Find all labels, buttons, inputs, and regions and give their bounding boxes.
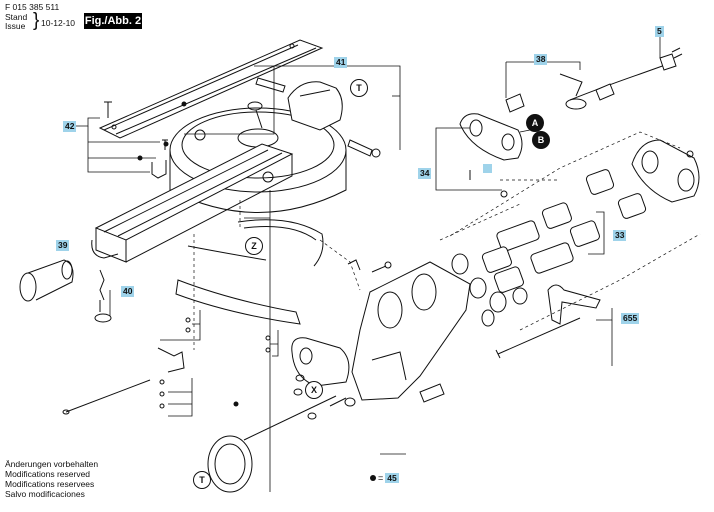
knob-39	[19, 259, 74, 302]
callout-655: 655	[621, 313, 640, 324]
marker-a: A	[526, 114, 544, 132]
cord-grommet	[565, 98, 587, 110]
callout-5: 5	[655, 26, 664, 37]
marker-b: B	[532, 131, 550, 149]
marker-z: Z	[245, 237, 263, 255]
flange-plate	[291, 337, 350, 387]
bushings	[451, 169, 647, 327]
wing-screw	[347, 259, 361, 271]
callout-39: 39	[56, 240, 70, 251]
screw-40	[94, 269, 112, 323]
main-bracket	[351, 261, 471, 401]
x-screws	[293, 374, 356, 420]
note-es: Salvo modificaciones	[5, 489, 85, 499]
stand-label: Stand	[5, 12, 28, 22]
legend-equals: =	[378, 473, 384, 483]
bullet-dots	[137, 101, 239, 407]
front-foot	[91, 239, 119, 259]
rod-bottom	[243, 395, 337, 441]
marker-x: X	[305, 381, 323, 399]
callout-42: 42	[63, 121, 77, 132]
upper-rail	[98, 39, 324, 139]
modification-notes: Änderungen vorbehalten Modifications res…	[5, 459, 98, 499]
note-fr: Modifications reservees	[5, 479, 95, 489]
marker-t-upper: T	[350, 79, 368, 97]
clamp	[151, 160, 167, 179]
part-number: F 015 385 511	[5, 2, 60, 12]
issue-label: Issue	[5, 21, 26, 31]
left-plate	[459, 113, 523, 161]
marker-t-lower: T	[193, 471, 211, 489]
construction-lines	[193, 131, 701, 350]
bullet-icon	[370, 475, 376, 481]
callout-34: 34	[418, 168, 432, 179]
angle-hood	[287, 81, 343, 131]
base-bar	[94, 143, 294, 263]
lever	[157, 347, 185, 373]
note-de: Änderungen vorbehalten	[5, 459, 99, 469]
rod-lower	[65, 379, 151, 413]
stand-issue-labels: Stand Issue	[5, 13, 27, 31]
callout-38: 38	[534, 54, 548, 65]
scale-arc	[175, 279, 301, 325]
leaders	[70, 34, 661, 492]
highlight-square	[483, 164, 492, 173]
legend-number: 45	[385, 473, 399, 483]
legend: = 45	[370, 473, 399, 483]
bolt-center	[255, 109, 263, 129]
z-guide	[237, 219, 324, 267]
t-disc	[207, 435, 253, 493]
callout-41: 41	[334, 57, 348, 68]
note-en: Modifications reserved	[5, 469, 91, 479]
hex-key	[559, 73, 583, 97]
issue-date: 10-12-10	[41, 18, 76, 28]
bolt-right	[347, 139, 373, 157]
power-cord	[569, 47, 683, 101]
right-plate	[631, 139, 700, 203]
screw-top	[104, 101, 112, 118]
bolt-upper	[255, 77, 286, 93]
plug-38	[505, 93, 525, 113]
callout-40: 40	[121, 286, 135, 297]
callout-33: 33	[613, 230, 627, 241]
spindle-655	[495, 284, 601, 359]
brace-glyph: }	[33, 10, 40, 31]
figure-title: Fig./Abb. 2	[84, 13, 142, 29]
small-screws	[159, 317, 271, 409]
small-block	[419, 383, 445, 403]
